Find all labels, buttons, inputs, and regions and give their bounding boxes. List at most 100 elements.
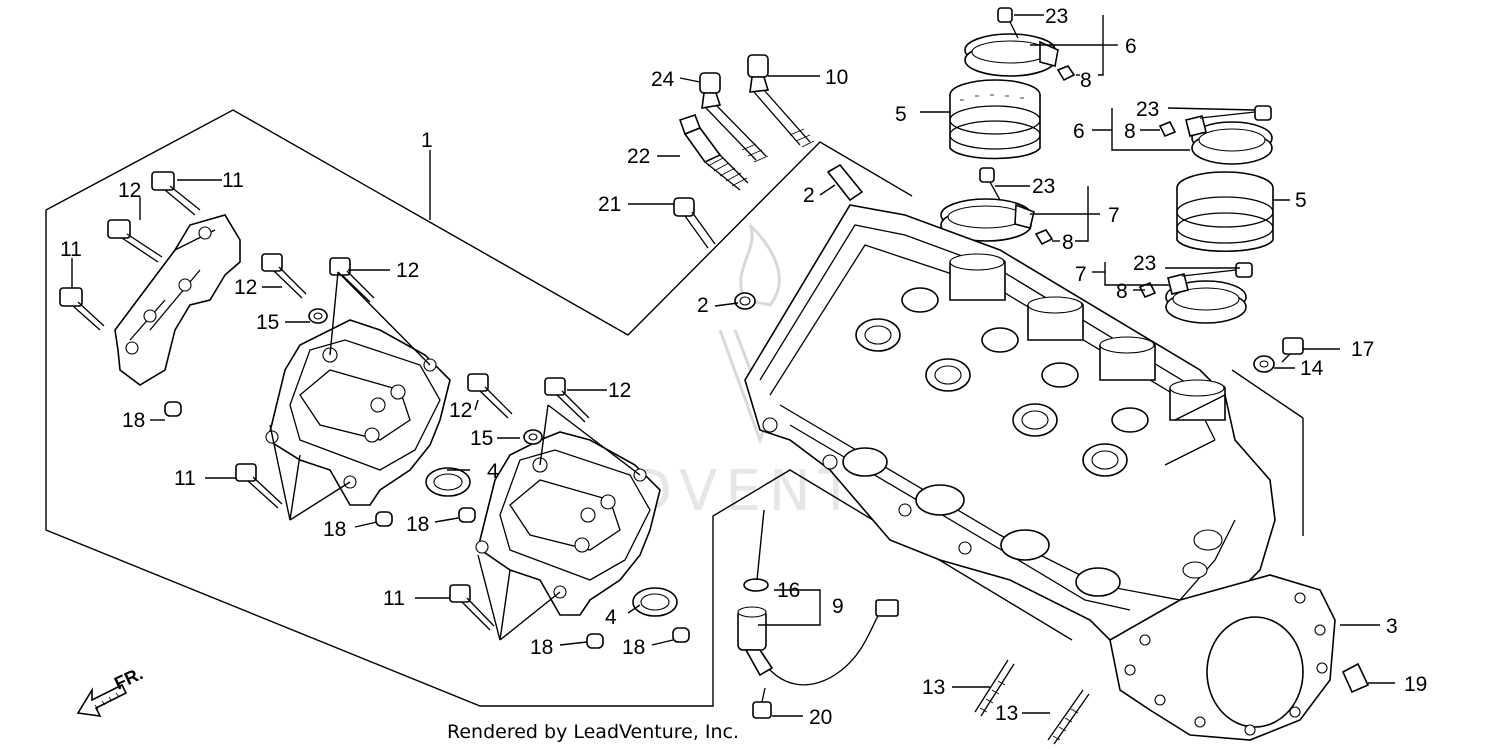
- dowel-18b: [375, 511, 393, 527]
- callout-23c: 23: [1032, 175, 1055, 198]
- cylinder-head: [744, 204, 1276, 651]
- bolt-12b: [261, 253, 307, 299]
- callout-13b: 13: [995, 702, 1018, 725]
- dowel-2a: [826, 163, 864, 202]
- dowel-2b: [734, 292, 756, 310]
- callout-18c: 18: [406, 513, 429, 536]
- callout-8a: 8: [1080, 69, 1092, 92]
- callout-20: 20: [809, 706, 832, 729]
- callout-3: 3: [1386, 615, 1398, 638]
- callout-5b: 5: [1295, 189, 1307, 212]
- bolt-11a: [151, 171, 201, 216]
- callout-12a: 12: [118, 179, 141, 202]
- callout-4a: 4: [487, 460, 499, 483]
- callout-23a: 23: [1045, 5, 1068, 28]
- stud-10: [747, 54, 815, 148]
- callout-18b: 18: [323, 518, 346, 541]
- callout-2a: 2: [803, 184, 815, 207]
- callout-13a: 13: [922, 676, 945, 699]
- dowel-18a: [164, 401, 182, 417]
- washer-14: [1253, 355, 1275, 373]
- washer-15a: [308, 308, 328, 324]
- insulator-5b: [1176, 171, 1274, 252]
- washer-15b: [523, 429, 543, 445]
- stud-24: [699, 72, 769, 163]
- callout-labels: 1 2 2 3 4 4 5 5 6 6 7 7 8 8 8 8 9 10 11 …: [60, 5, 1427, 729]
- callout-21: 21: [598, 193, 621, 216]
- callout-11b: 11: [60, 238, 82, 261]
- callout-23d: 23: [1133, 252, 1156, 275]
- callout-18e: 18: [622, 636, 645, 659]
- bolt-20: [752, 687, 772, 719]
- oring-16: [743, 578, 769, 592]
- oring-4b: [632, 587, 678, 617]
- callout-6b: 6: [1073, 120, 1085, 143]
- callout-15b: 15: [470, 427, 493, 450]
- front-direction-arrow: FR.: [76, 663, 146, 717]
- camshaft-holder-middle: [265, 319, 451, 506]
- clamp-7b: [1138, 262, 1253, 324]
- oring-4a: [425, 467, 471, 497]
- callout-15a: 15: [256, 311, 279, 334]
- callout-16: 16: [777, 579, 800, 602]
- callout-11d: 11: [383, 587, 405, 610]
- clamp-6a: [964, 7, 1076, 82]
- leader-lines-center: [628, 75, 836, 307]
- bolt-11c: [235, 463, 283, 509]
- bolt-12a: [107, 219, 163, 263]
- callout-12b: 12: [234, 276, 257, 299]
- callout-4b: 4: [605, 606, 617, 629]
- callout-11c: 11: [174, 467, 196, 490]
- callout-12d: 12: [449, 399, 472, 422]
- group-outlines: [45, 109, 1304, 707]
- spark-plug-22: [678, 113, 749, 191]
- callout-7a: 7: [1108, 204, 1120, 227]
- dowel-18c: [458, 507, 476, 523]
- callout-24: 24: [651, 68, 675, 91]
- callout-18a: 18: [122, 409, 145, 432]
- dowel-18e: [672, 627, 690, 643]
- insulator-5a: [949, 79, 1041, 160]
- callout-7b: 7: [1075, 263, 1087, 286]
- callout-23b: 23: [1136, 98, 1159, 121]
- callout-8d: 8: [1116, 280, 1128, 303]
- stud-13a: [974, 659, 1015, 717]
- clamp-7a: [940, 167, 1054, 246]
- callout-12e: 12: [608, 379, 631, 402]
- bolt-11d: [449, 584, 495, 631]
- callout-6a: 6: [1125, 35, 1137, 58]
- callout-12c: 12: [396, 259, 419, 282]
- clamp-6b: [1158, 105, 1273, 165]
- camshaft-holder-upper-left: [114, 214, 241, 386]
- callout-17: 17: [1351, 338, 1374, 361]
- bolt-21: [673, 197, 716, 249]
- leader-lines-right-top: [920, 14, 1290, 291]
- callout-8c: 8: [1062, 231, 1074, 254]
- dowel-19: [1341, 662, 1370, 694]
- credit-text: Rendered by LeadVenture, Inc.: [447, 721, 739, 743]
- bolt-11b: [59, 287, 105, 331]
- sensor-9: [737, 599, 899, 686]
- head-gasket-3: [1109, 574, 1336, 741]
- stud-13b: [1047, 689, 1090, 745]
- callout-14: 14: [1300, 357, 1324, 380]
- callout-22: 22: [627, 145, 650, 168]
- bolt-12d: [467, 373, 513, 419]
- callout-2b: 2: [697, 294, 709, 317]
- callout-1: 1: [421, 129, 433, 152]
- callout-10: 10: [825, 66, 848, 89]
- leader-lines-right: [756, 348, 1395, 717]
- callout-8b: 8: [1124, 120, 1136, 143]
- bolt-12e: [544, 377, 590, 423]
- leader-lines-left: [71, 179, 674, 646]
- bolts-left: [59, 171, 690, 649]
- callout-19: 19: [1404, 673, 1427, 696]
- callout-11a: 11: [222, 169, 244, 192]
- dowel-18d: [586, 633, 604, 649]
- bolt-17: [1281, 337, 1304, 363]
- callout-18d: 18: [530, 636, 553, 659]
- callout-5a: 5: [895, 103, 907, 126]
- callout-9: 9: [832, 595, 844, 618]
- bolt-12c: [329, 257, 375, 303]
